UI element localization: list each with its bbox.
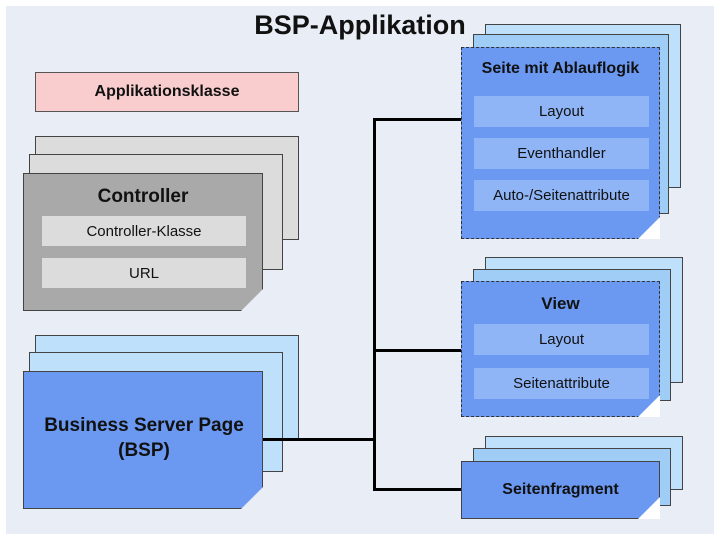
view-title: View: [541, 294, 580, 313]
bsp-title-line1: Business Server Page: [44, 415, 244, 436]
page-fragment-box: Seitenfragment: [461, 461, 660, 519]
bsp-box: Business Server Page (BSP): [23, 371, 263, 509]
bsp-title-line2: (BSP): [118, 440, 170, 461]
application-class-box: Applikationsklasse: [35, 72, 299, 112]
auto-page-attributes-item: Auto-/Seitenattribute: [474, 180, 649, 211]
page-fold: [241, 487, 263, 509]
view-layout-item: Layout: [474, 324, 649, 355]
diagram-title: BSP-Applikation: [254, 10, 466, 40]
url-item: URL: [42, 258, 246, 288]
layout-item: Layout: [474, 96, 649, 127]
view-box: View Layout Seitenattribute: [461, 281, 660, 417]
page-fragment-title: Seitenfragment: [502, 481, 619, 498]
controller-class-item: Controller-Klasse: [42, 216, 246, 246]
page-with-logic-title: Seite mit Ablauflogik: [481, 60, 640, 77]
connector-vertical: [373, 118, 376, 491]
controller-box: Controller Controller-Klasse URL: [23, 173, 263, 311]
page-fold: [638, 497, 660, 519]
connector-top: [373, 118, 463, 121]
page-with-logic-box: Seite mit Ablauflogik Layout Eventhandle…: [461, 47, 660, 239]
connector-middle: [373, 349, 463, 352]
controller-title: Controller: [97, 186, 189, 207]
eventhandler-item: Eventhandler: [474, 138, 649, 169]
connector-bottom: [373, 488, 463, 491]
page-fold: [638, 395, 660, 417]
page-fold: [638, 217, 660, 239]
connector-bsp-horizontal: [263, 438, 375, 441]
page-attributes-item: Seitenattribute: [474, 368, 649, 399]
page-fold: [241, 289, 263, 311]
